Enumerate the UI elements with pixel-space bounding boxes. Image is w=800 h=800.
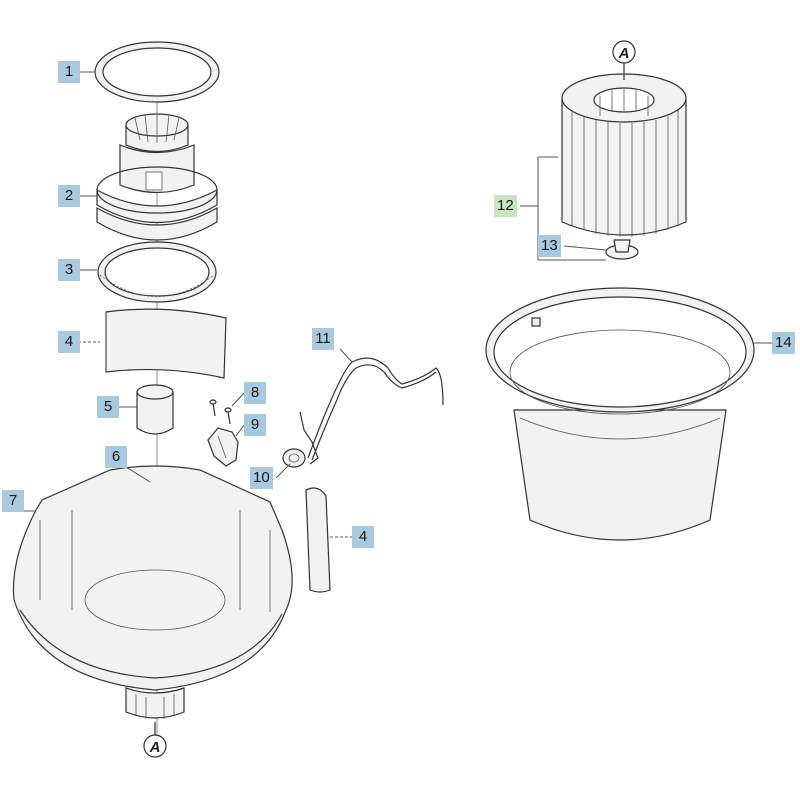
leader-13 (563, 245, 607, 251)
callout-13[interactable]: 13 (538, 235, 561, 257)
callout-2[interactable]: 2 (58, 185, 80, 207)
part-cartridge-filter[interactable] (561, 73, 687, 237)
leader-8 (231, 392, 245, 407)
part-toothed-ring[interactable] (97, 241, 217, 303)
callout-8[interactable]: 8 (244, 382, 266, 404)
callout-1[interactable]: 1 (58, 61, 80, 83)
callout-3[interactable]: 3 (58, 259, 80, 281)
callout-5[interactable]: 5 (97, 396, 119, 418)
svg-text:A: A (618, 45, 630, 62)
part-foam-panel-lower[interactable] (305, 487, 331, 593)
leader-10 (275, 463, 291, 479)
callout-12[interactable]: 12 (494, 195, 517, 217)
callout-7[interactable]: 7 (2, 490, 24, 512)
callout-4-lower[interactable]: 4 (352, 526, 374, 548)
leader-11 (339, 348, 353, 363)
reference-marker-top: A (612, 40, 636, 80)
callout-9[interactable]: 9 (244, 414, 266, 436)
part-foam-panel-upper[interactable] (105, 308, 227, 379)
part-base-housing[interactable] (12, 465, 293, 719)
svg-text:A: A (149, 739, 161, 756)
callout-6[interactable]: 6 (105, 446, 127, 468)
callout-11[interactable]: 11 (312, 328, 334, 350)
part-sleeve[interactable] (136, 384, 174, 435)
reference-marker-bottom: A (143, 722, 167, 758)
part-seal-ring[interactable] (94, 41, 220, 103)
part-bracket[interactable] (207, 427, 239, 467)
callout-4-upper[interactable]: 4 (58, 331, 80, 353)
leader-9 (235, 424, 245, 437)
part-container[interactable] (485, 287, 755, 541)
callout-14[interactable]: 14 (772, 332, 795, 354)
part-motor[interactable] (96, 113, 218, 241)
part-cable[interactable] (307, 357, 444, 461)
leader-6 (125, 466, 151, 483)
leader-12 (520, 156, 606, 261)
part-screws[interactable] (209, 399, 232, 425)
part-wing-nut[interactable] (605, 239, 639, 260)
callout-10[interactable]: 10 (250, 467, 273, 489)
part-switch[interactable] (282, 411, 319, 468)
